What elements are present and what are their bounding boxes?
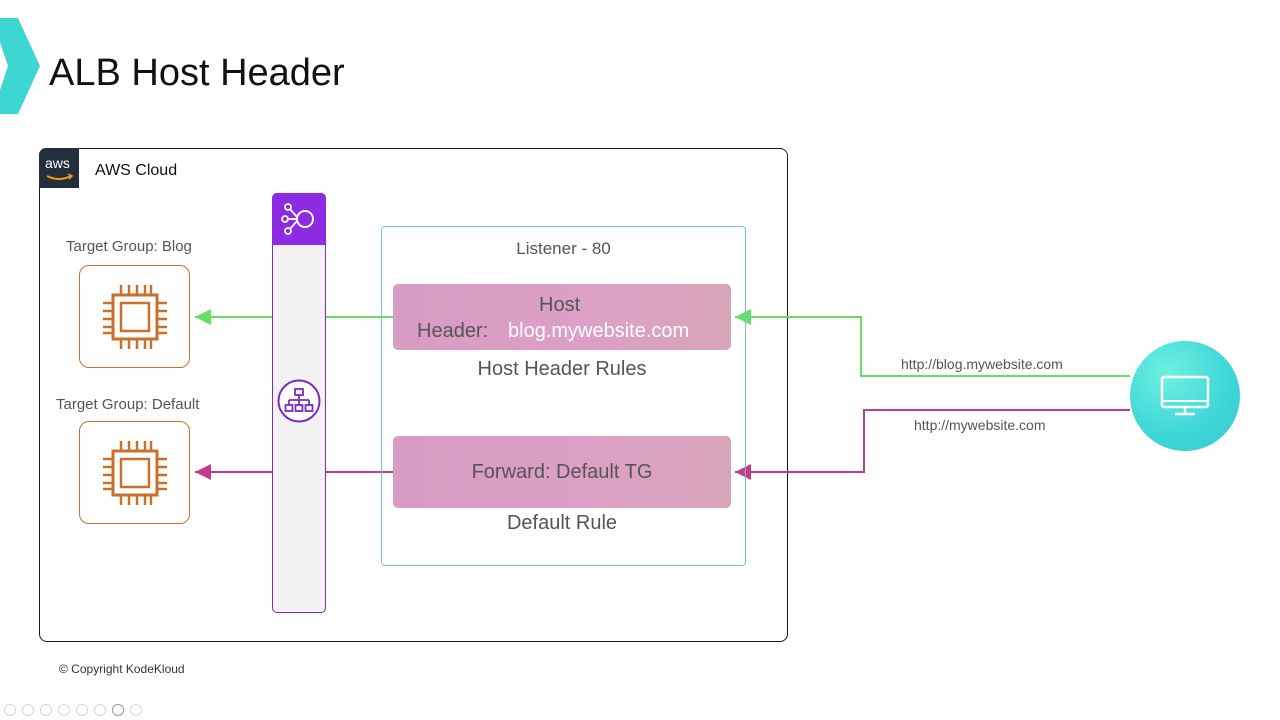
host-header-value: blog.mywebsite.com	[508, 320, 690, 342]
host-header-title-line2: Header:	[417, 320, 489, 342]
ec2-instance-icon	[102, 284, 167, 349]
listener-container	[381, 226, 746, 566]
next-slide-icon[interactable]	[22, 704, 34, 716]
aws-badge-text: aws	[45, 155, 70, 171]
blog-request-url: http://blog.mywebsite.com	[901, 356, 1063, 372]
desktop-monitor-icon	[1160, 375, 1210, 416]
aws-cloud-label: AWS Cloud	[95, 162, 178, 179]
default-rule-title: Forward: Default TG	[471, 461, 653, 483]
host-header-title-line1: Host	[539, 294, 581, 316]
target-group-blog-label: Target Group: Blog	[66, 238, 192, 255]
default-rule-caption: Default Rule	[506, 512, 618, 534]
slide-controls	[4, 704, 142, 716]
elastic-load-balancing-icon	[281, 203, 314, 235]
client	[1130, 341, 1240, 451]
previous-slide-icon[interactable]	[4, 704, 16, 716]
slide-title: ALB Host Header	[49, 52, 345, 94]
target-group-default	[79, 421, 190, 524]
default-request-line	[735, 409, 1130, 480]
kodekloud-accent-logo	[0, 18, 40, 114]
aws-cloud-container	[39, 148, 788, 642]
application-load-balancer-icon	[277, 379, 321, 423]
ec2-instance-icon	[102, 440, 167, 505]
subtitles-icon[interactable]	[94, 704, 106, 716]
pen-icon[interactable]	[40, 704, 52, 716]
zoom-icon[interactable]	[76, 704, 88, 716]
aws-logo-icon: aws	[39, 148, 79, 188]
blog-request-line	[735, 309, 1130, 377]
host-header-rules-caption: Host Header Rules	[477, 358, 647, 380]
more-options-icon[interactable]	[130, 704, 142, 716]
copyright: © Copyright KodeKloud	[59, 662, 185, 676]
default-rule: Forward: Default TG	[393, 436, 731, 508]
host-header-rule: Host Header: blog.mywebsite.com	[393, 284, 731, 350]
target-group-blog	[79, 265, 190, 368]
listener-label: Listener - 80	[516, 239, 611, 258]
camera-icon[interactable]	[112, 704, 124, 716]
slides-icon[interactable]	[58, 704, 70, 716]
target-group-default-label: Target Group: Default	[56, 396, 200, 413]
alb-header	[272, 193, 326, 245]
default-request-url: http://mywebsite.com	[914, 417, 1046, 433]
